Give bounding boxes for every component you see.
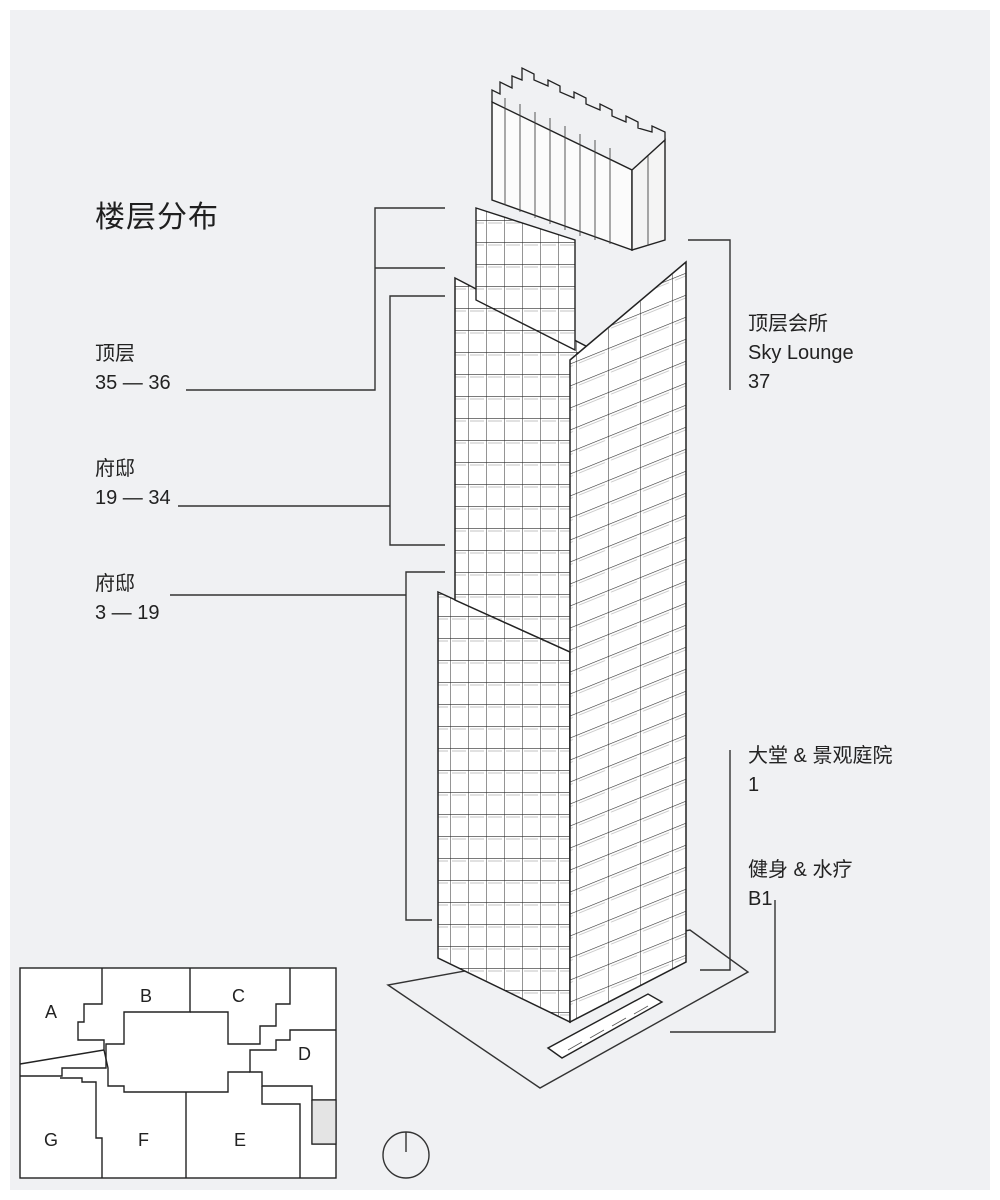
label-penthouse: 顶层 35 — 36 (95, 340, 171, 398)
label-fitness-name: 健身 & 水疗 (748, 859, 853, 881)
label-sky-lounge: 顶层会所 Sky Lounge 37 (748, 310, 854, 397)
leader-penthouse (186, 207, 445, 391)
entrance-canopy (546, 993, 664, 1059)
unit-label-e: E (234, 1130, 247, 1150)
label-residence-lower-name: 府邸 (95, 573, 135, 595)
floor-plan (19, 967, 337, 1179)
label-lobby-name: 大堂 & 景观庭院 (748, 745, 893, 767)
tower-upper-left-face (475, 207, 576, 352)
label-fitness: 健身 & 水疗 B1 (748, 856, 852, 914)
label-residence-upper-floors: 19 — 34 (95, 487, 171, 509)
leader-fitness (670, 900, 776, 1033)
canopy-slats (567, 1005, 649, 1051)
tower-main-right-face (569, 260, 687, 1024)
label-lobby: 大堂 & 景观庭院 1 (748, 742, 892, 800)
label-sky-lounge-name-en: Sky Lounge (748, 342, 854, 364)
label-residence-lower: 府邸 3 — 19 (95, 570, 159, 628)
leader-residence-upper (389, 295, 445, 546)
leader-lobby (700, 750, 731, 971)
label-sky-lounge-floors: 37 (748, 371, 771, 393)
floor-plan-service-block (311, 1099, 337, 1145)
unit-label-g: G (44, 1130, 59, 1150)
label-residence-lower-floors: 3 — 19 (95, 602, 160, 624)
tower-crown-right (631, 138, 666, 251)
label-lobby-floors: 1 (748, 774, 760, 796)
label-residence-upper: 府邸 19 — 34 (95, 455, 171, 513)
label-fitness-floors: B1 (748, 888, 773, 910)
label-penthouse-name: 顶层 (95, 343, 135, 365)
leader-lines (170, 207, 776, 1033)
unit-label-a: A (45, 1002, 58, 1022)
unit-label-c: C (232, 986, 245, 1006)
unit-label-d: D (298, 1044, 311, 1064)
label-penthouse-floors: 35 — 36 (95, 372, 171, 394)
unit-label-b: B (140, 986, 153, 1006)
page-title: 楼层分布 (95, 201, 219, 234)
label-sky-lounge-name: 顶层会所 (748, 313, 828, 335)
leader-residence-lower (405, 571, 445, 921)
leader-sky-lounge (688, 239, 731, 390)
label-residence-upper-name: 府邸 (95, 458, 135, 480)
tower-lower-left-face (437, 590, 571, 1024)
unit-label-f: F (138, 1130, 149, 1150)
tower-crown-battlement (491, 66, 666, 140)
